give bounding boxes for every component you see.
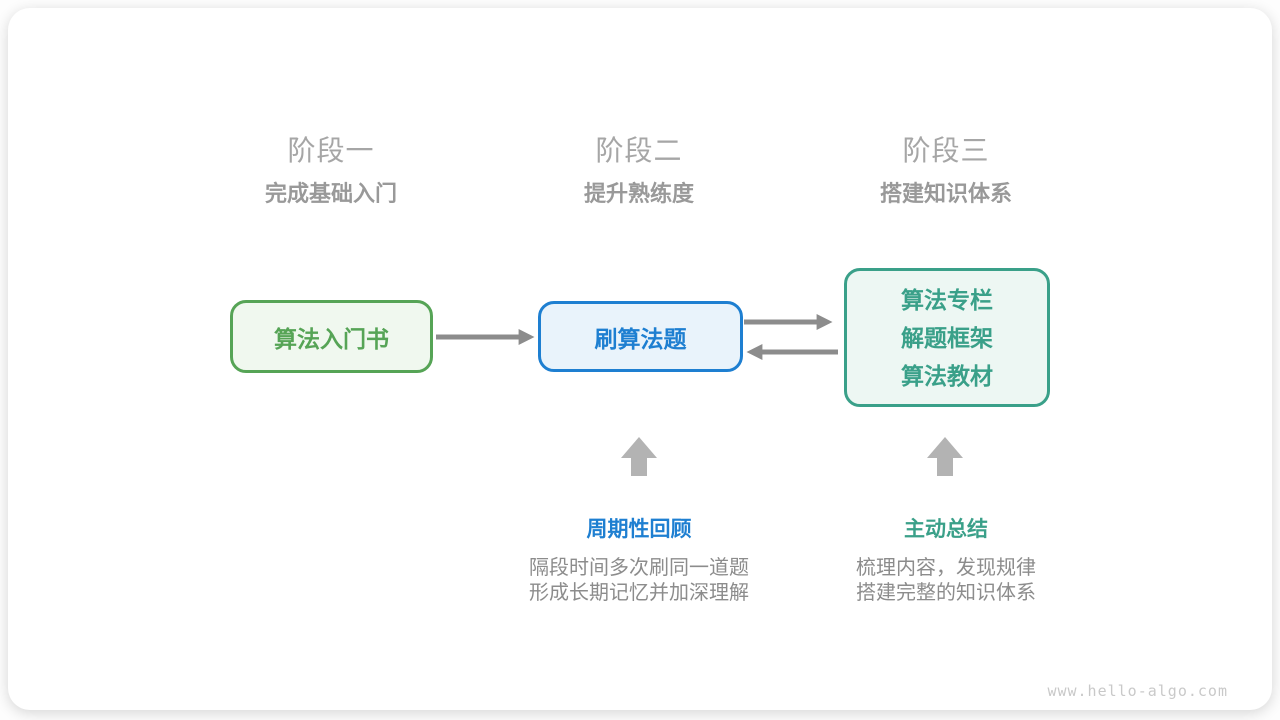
node-knowledge-resources-line3: 算法教材	[901, 362, 993, 389]
annotation-periodic-review-description: 隔段时间多次刷同一道题 形成长期记忆并加深理解	[529, 556, 749, 606]
node-problem-solving: 刷算法题	[538, 301, 743, 372]
stage2-subtitle: 提升熟练度	[583, 181, 695, 206]
node-knowledge-resources: 算法专栏 解题框架 算法教材	[844, 268, 1050, 407]
diagram-card: 阶段一 完成基础入门 阶段二 提升熟练度 阶段三 搭建知识体系 算法入门书 刷算…	[8, 8, 1272, 710]
annotation-active-summary-label: 主动总结	[904, 518, 988, 541]
annotation-active-summary-desc-line2: 搭建完整的知识体系	[856, 582, 1036, 604]
stage1-subtitle: 完成基础入门	[264, 181, 398, 206]
node-knowledge-resources-line2: 解题框架	[901, 324, 993, 351]
annotation-active-summary-description: 梳理内容，发现规律 搭建完整的知识体系	[856, 556, 1036, 606]
stage1-title: 阶段一	[287, 135, 375, 166]
stage2-title: 阶段二	[595, 135, 683, 166]
annotation-periodic-review-desc-line1: 隔段时间多次刷同一道题	[529, 557, 749, 579]
annotation-periodic-review-desc-line2: 形成长期记忆并加深理解	[529, 582, 749, 604]
node-beginner-book-label: 算法入门书	[274, 325, 389, 352]
annotation-active-summary-desc-line1: 梳理内容，发现规律	[856, 557, 1036, 579]
annotation-periodic-review-label: 周期性回顾	[586, 518, 692, 541]
stage3-title: 阶段三	[902, 135, 990, 166]
node-knowledge-resources-line1: 算法专栏	[901, 286, 993, 313]
watermark: www.hello-algo.com	[1047, 682, 1228, 700]
node-problem-solving-label: 刷算法题	[594, 325, 687, 352]
stage3-subtitle: 搭建知识体系	[879, 181, 1013, 206]
node-beginner-book: 算法入门书	[230, 300, 433, 373]
